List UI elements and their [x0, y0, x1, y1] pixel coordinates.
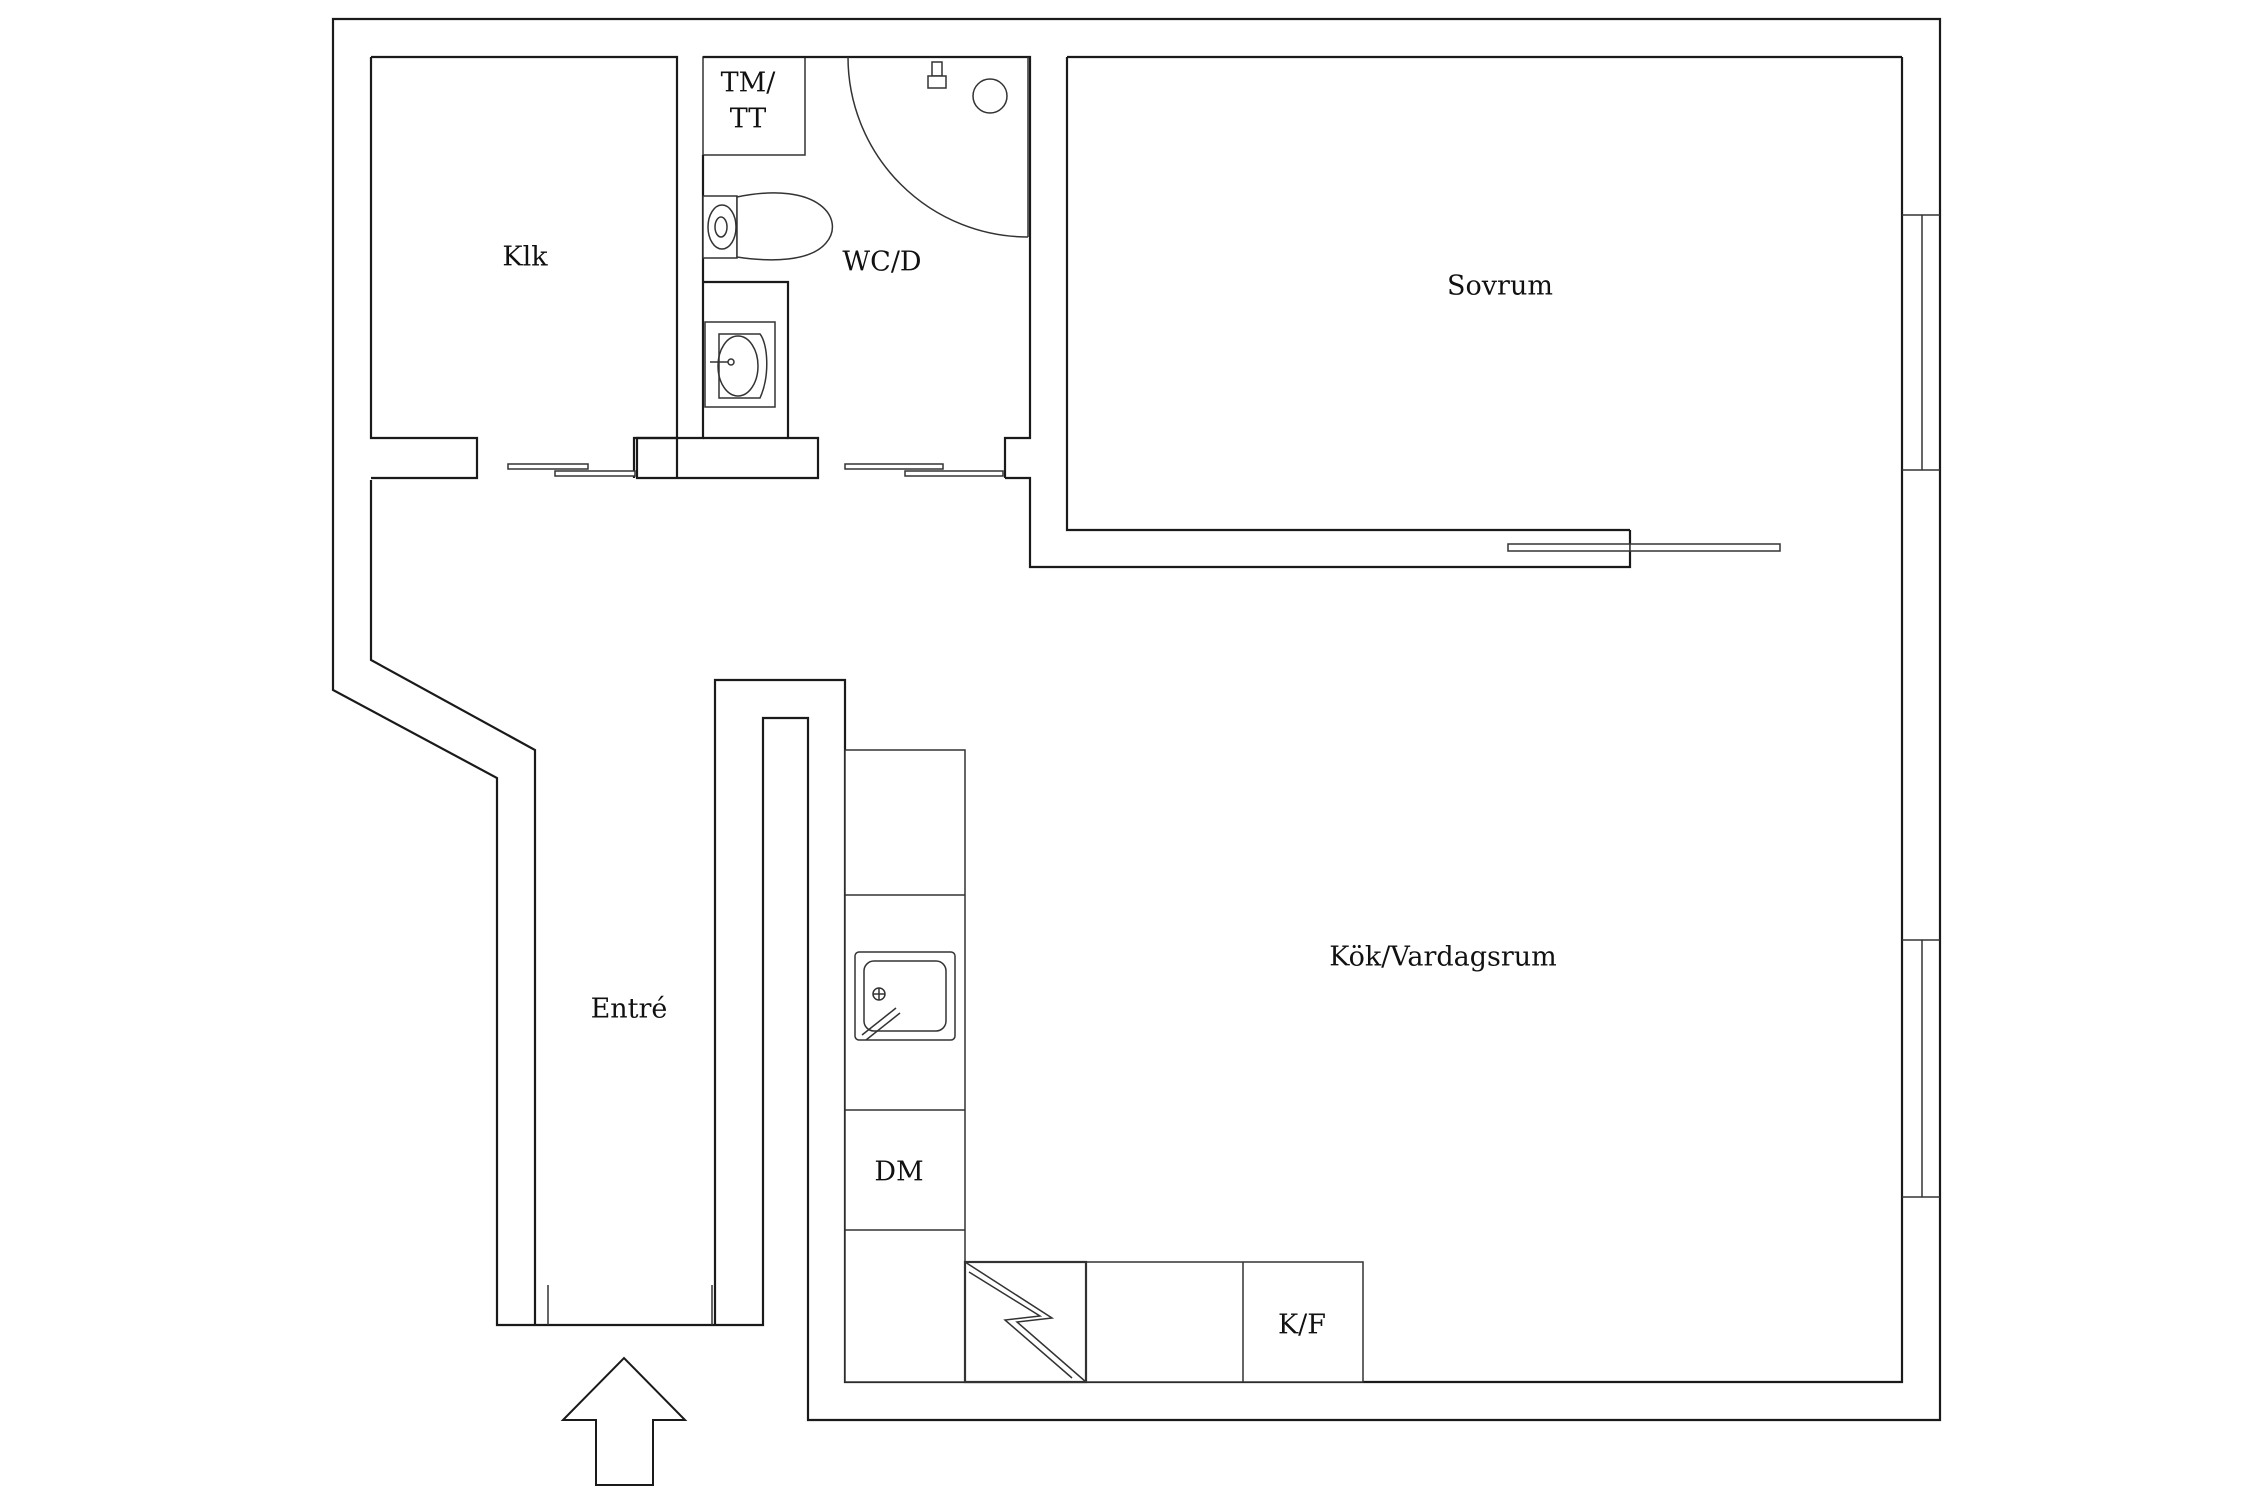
entrance-arrow-icon	[560, 1356, 688, 1486]
stove-icon	[963, 1260, 1088, 1384]
label-entre: Entré	[591, 994, 668, 1025]
kitchen-sink-icon	[854, 951, 956, 1041]
kitchen-counters	[844, 749, 1364, 1383]
label-tm-tt-line1: TM/	[721, 68, 777, 99]
label-kok-vardagsrum: Kök/Vardagsrum	[1329, 942, 1557, 973]
label-wc-d: WC/D	[842, 247, 921, 278]
toilet-icon	[702, 192, 834, 261]
label-tm-tt-line2: TT	[730, 104, 767, 135]
inner-walls	[369, 55, 1940, 1384]
label-kf: K/F	[1278, 1310, 1326, 1341]
doors	[507, 463, 1781, 552]
washbasin-icon	[704, 321, 776, 408]
tm-tt-box	[702, 56, 806, 156]
label-klk: Klk	[502, 242, 548, 273]
label-dm: DM	[874, 1157, 923, 1188]
room-labels: Klk TM/ TT WC/D Sovrum Entré Kök/Vardags…	[502, 68, 1556, 1341]
label-sovrum: Sovrum	[1447, 271, 1553, 302]
outer-walls	[331, 17, 1942, 1422]
shower-icon	[847, 56, 1029, 238]
